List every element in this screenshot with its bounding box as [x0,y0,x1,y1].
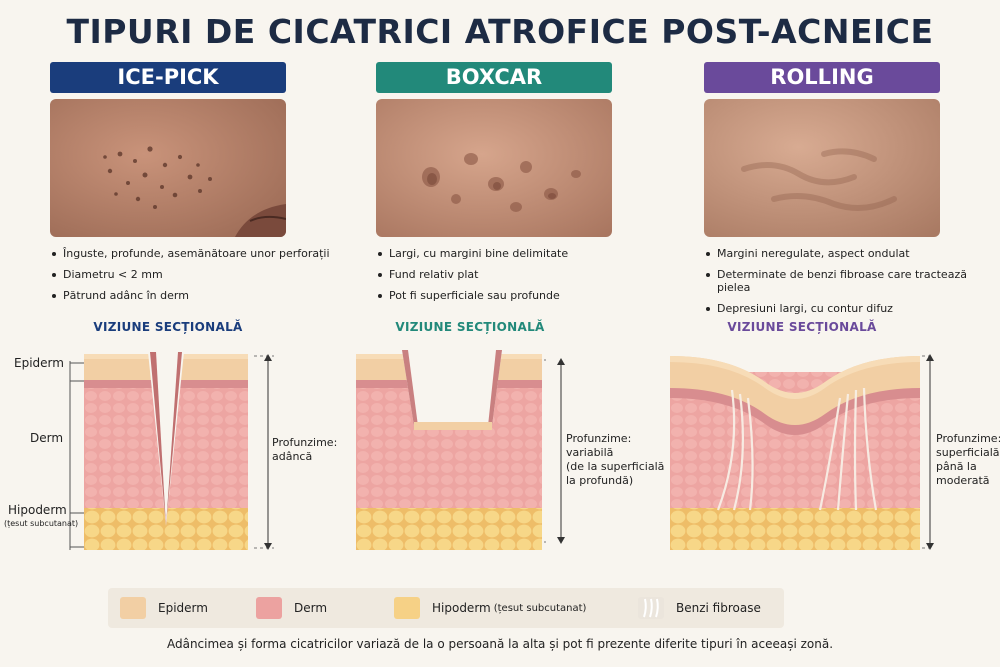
legend-label-fibrous: Benzi fibroase [676,601,761,615]
legend: Epiderm Derm Hipoderm (țesut subcutanat)… [108,588,784,628]
section-title-rolling: VIZIUNE SECȚIONALĂ [727,320,877,334]
banner-ice-pick: ICE-PICK [50,62,286,93]
layer-label-hipoderm-sub: (țesut subcutanat) [4,519,79,528]
page-title: TIPURI DE CICATRICI ATROFICE POST-ACNEIC… [66,12,934,51]
legend-item-derm: Derm [256,597,327,619]
legend-swatch-epiderm [120,597,146,619]
legend-swatch-hipoderm [394,597,420,619]
bullet-item: Pătrund adânc în derm [50,289,340,302]
bullet-item: Fund relativ plat [376,268,666,281]
legend-label-epiderm: Epiderm [158,601,208,615]
depth-label-boxcar: Profunzime: variabilă (de la superficial… [566,432,665,487]
bullets-ice-pick: Înguste, profunde, asemănătoare unor per… [50,247,340,302]
cross-section-rolling [670,342,930,550]
cross-section-boxcar [356,350,546,550]
depth-arrow-rolling [926,354,934,550]
depth-arrow-boxcar [557,358,565,544]
legend-item-epiderm: Epiderm [120,597,208,619]
bullet-item: Largi, cu margini bine delimitate [376,247,666,260]
legend-item-fibrous: Benzi fibroase [638,597,761,619]
depth-arrow-ice-pick [264,354,272,550]
layer-brackets [69,361,86,550]
bullet-item: Înguste, profunde, asemănătoare unor per… [50,247,340,260]
fibrous-bands-icon [638,597,664,619]
bullet-item: Diametru < 2 mm [50,268,340,281]
bullets-boxcar: Largi, cu margini bine delimitate Fund r… [376,247,666,302]
depth-label-rolling: Profunzime: superficială până la moderat… [936,432,1000,487]
bullet-item: Determinate de benzi fibroase care tract… [704,268,994,294]
photo-ice-pick [50,99,286,237]
photo-rolling [704,99,940,237]
bullets-rolling: Margini neregulate, aspect ondulat Deter… [704,247,994,315]
column-rolling: ROLLING Margini neregulate, aspect ondul… [704,62,967,323]
bullet-item: Margini neregulate, aspect ondulat [704,247,994,260]
legend-label-hipoderm-sub: (țesut subcutanat) [493,602,587,614]
legend-label-derm: Derm [294,601,328,615]
column-ice-pick: ICE-PICK Înguste, profunde, asemănătoare… [50,62,330,310]
banner-rolling: ROLLING [704,62,940,93]
photo-boxcar [376,99,612,237]
legend-label-hipoderm: Hipoderm [432,601,491,615]
legend-item-hipoderm: Hipoderm (țesut subcutanat) [394,597,586,619]
layer-label-epiderm: Epiderm [14,356,64,370]
bullet-item: Pot fi superficiale sau profunde [376,289,666,302]
cross-section-ice-pick [84,352,274,550]
footnote: Adâncimea și forma cicatricilor variază … [166,637,834,651]
banner-boxcar: BOXCAR [376,62,612,93]
column-boxcar: BOXCAR Largi, cu margini bine delimitate [376,62,612,310]
section-title-ice-pick: VIZIUNE SECȚIONALĂ [93,320,243,334]
bullet-item: Depresiuni largi, cu contur difuz [704,302,994,315]
section-title-boxcar: VIZIUNE SECȚIONALĂ [395,320,545,334]
layer-label-hipoderm: Hipoderm [8,503,67,517]
depth-label-ice-pick: Profunzime: adâncă [272,436,338,463]
legend-swatch-derm [256,597,282,619]
layer-label-derm: Derm [30,431,64,445]
